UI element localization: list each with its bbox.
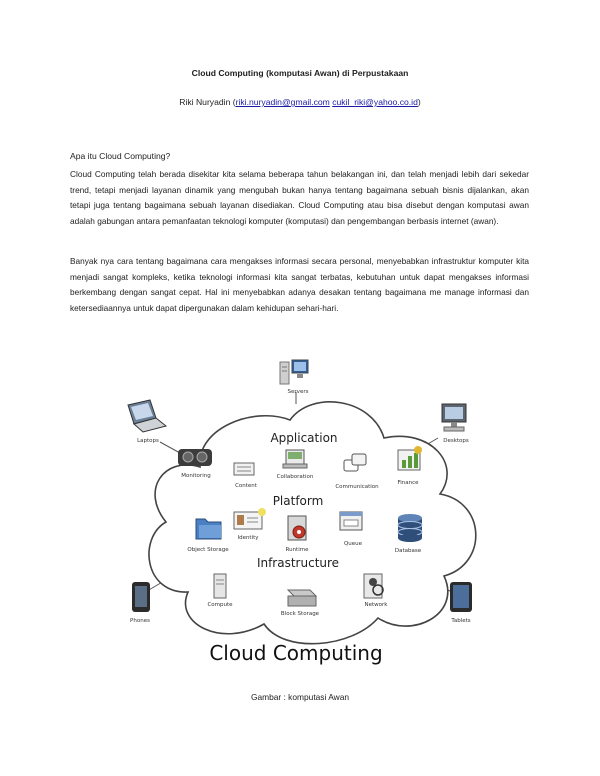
identity-label: Identity bbox=[237, 535, 259, 541]
servers-icon bbox=[279, 359, 309, 385]
content-label: Content bbox=[235, 483, 258, 489]
object-storage-icon bbox=[195, 518, 222, 540]
application-heading: Application bbox=[270, 431, 337, 445]
identity-icon bbox=[233, 508, 266, 530]
runtime-icon bbox=[287, 515, 307, 541]
tablets-label: Tablets bbox=[450, 618, 470, 624]
phone-icon bbox=[132, 582, 150, 612]
queue-label: Queue bbox=[344, 541, 363, 547]
desktops-label: Desktops bbox=[443, 438, 469, 444]
laptop-icon bbox=[127, 399, 168, 433]
network-icon bbox=[363, 573, 384, 599]
figure-caption: Gambar : komputasi Awan bbox=[250, 692, 350, 702]
content-icon bbox=[233, 462, 255, 476]
cloud-shape bbox=[148, 401, 477, 645]
document-title: Cloud Computing (komputasi Awan) di Perp… bbox=[191, 68, 409, 78]
communication-icon bbox=[343, 453, 367, 472]
paragraph-1: Cloud Computing telah berada disekitar k… bbox=[70, 169, 529, 227]
email-link-yahoo[interactable]: cukil_riki@yahoo.co.id bbox=[332, 97, 418, 107]
infrastructure-heading: Infrastructure bbox=[257, 556, 339, 570]
network-label: Network bbox=[365, 602, 389, 608]
platform-heading: Platform bbox=[273, 494, 324, 508]
block-storage-icon bbox=[286, 589, 318, 607]
queue-icon bbox=[339, 511, 363, 531]
finance-icon bbox=[397, 446, 422, 471]
compute-icon bbox=[213, 573, 227, 599]
servers-label: Servers bbox=[288, 389, 309, 395]
cloud-computing-diagram: Servers Laptops Desktops Phones Tablets … bbox=[127, 359, 477, 665]
database-label: Database bbox=[395, 548, 422, 554]
collaboration-label: Collaboration bbox=[277, 474, 314, 480]
email-link-gmail[interactable]: riki.nuryadin@gmail.com bbox=[235, 97, 330, 107]
object-storage-label: Object Storage bbox=[187, 547, 229, 553]
block-storage-label: Block Storage bbox=[281, 611, 320, 617]
laptops-label: Laptops bbox=[137, 438, 159, 444]
diagram-big-title: Cloud Computing bbox=[209, 641, 382, 665]
phones-label: Phones bbox=[130, 618, 150, 624]
section-question: Apa itu Cloud Computing? bbox=[70, 151, 171, 161]
monitoring-icon bbox=[178, 449, 212, 466]
tablet-icon bbox=[450, 582, 472, 612]
compute-label: Compute bbox=[207, 602, 233, 608]
runtime-label: Runtime bbox=[286, 547, 310, 553]
communication-label: Communication bbox=[335, 484, 379, 490]
collaboration-icon bbox=[282, 449, 308, 469]
paragraph-2: Banyak nya cara tentang bagaimana cara m… bbox=[70, 256, 529, 314]
monitoring-label: Monitoring bbox=[181, 473, 210, 479]
desktop-icon bbox=[441, 403, 467, 432]
author-line: Riki Nuryadin (riki.nuryadin@gmail.com c… bbox=[179, 97, 421, 107]
database-icon bbox=[397, 514, 423, 542]
author-name: Riki Nuryadin bbox=[179, 97, 231, 107]
finance-label: Finance bbox=[397, 480, 419, 486]
